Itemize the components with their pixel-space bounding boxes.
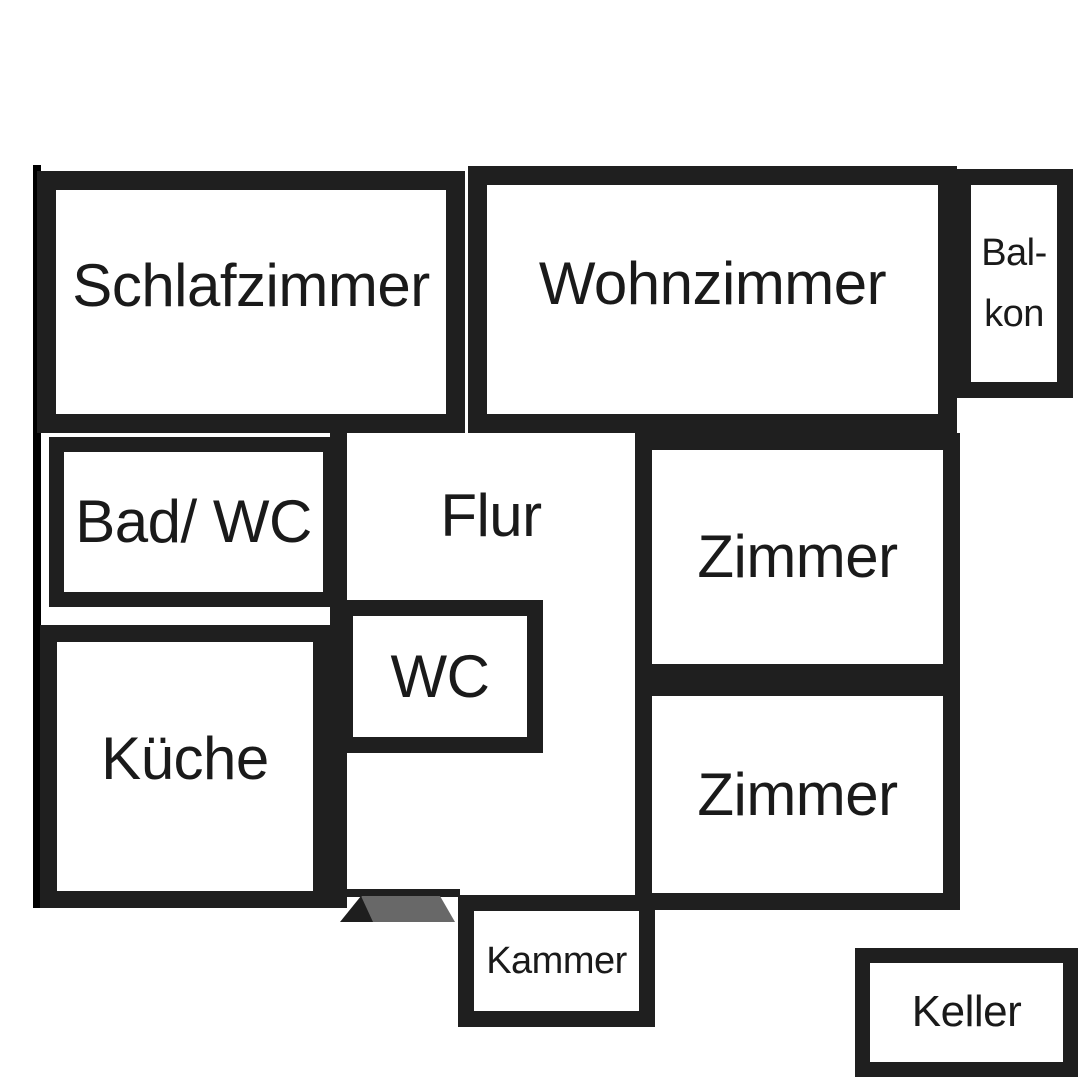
- room-label-bad-wc: Bad/ WC: [75, 488, 312, 555]
- room-label-schlafzimmer: Schlafzimmer: [72, 252, 430, 319]
- wall-outer-left-line: [33, 165, 41, 908]
- room-wc: WC: [337, 600, 543, 753]
- room-kammer: Kammer: [458, 895, 655, 1027]
- room-label-zimmer-1: Zimmer: [697, 523, 898, 590]
- room-kueche: Küche: [40, 625, 330, 908]
- room-zimmer-2: Zimmer: [635, 679, 960, 910]
- room-label-wc: WC: [390, 642, 490, 710]
- room-zimmer-1: Zimmer: [635, 433, 960, 681]
- room-keller: Keller: [855, 948, 1078, 1077]
- room-label-keller: Keller: [911, 987, 1022, 1037]
- room-balkon: Bal- kon: [955, 169, 1073, 398]
- door-leaf-triangle: [340, 896, 373, 922]
- room-bad-wc: Bad/ WC: [49, 437, 338, 607]
- room-label-kammer: Kammer: [486, 939, 627, 982]
- room-label-wohnzimmer: Wohnzimmer: [538, 249, 887, 317]
- room-wohnzimmer: Wohnzimmer: [468, 166, 957, 433]
- room-label-flur: Flur: [440, 481, 542, 549]
- room-label-kueche: Küche: [101, 724, 269, 792]
- wall-entrance-threshold: [345, 889, 460, 897]
- room-label-zimmer-2: Zimmer: [697, 760, 898, 828]
- entrance-door-symbol: [340, 896, 455, 922]
- room-flur: Flur: [347, 433, 635, 598]
- room-label-balkon: Bal- kon: [981, 231, 1047, 335]
- room-schlafzimmer: Schlafzimmer: [37, 171, 465, 433]
